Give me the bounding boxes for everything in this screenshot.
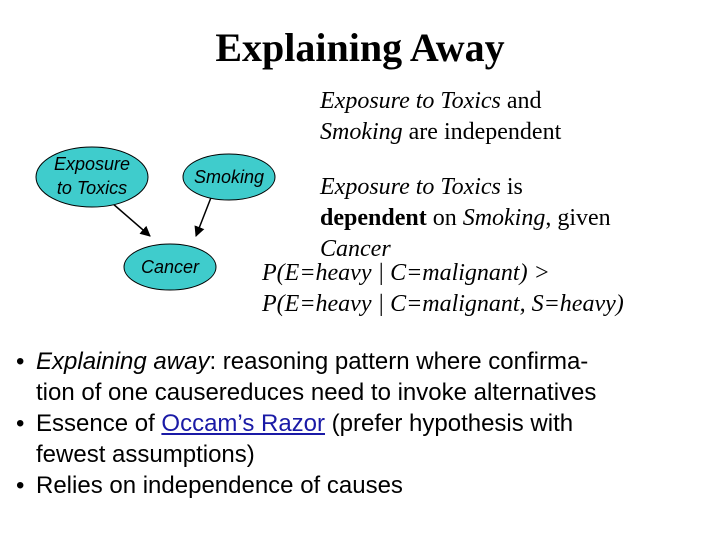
independence-term-exposure: Exposure to Toxics	[320, 88, 501, 114]
dependence-text-3: , given	[545, 205, 611, 231]
dependence-term-exposure: Exposure to Toxics	[320, 174, 501, 200]
dependence-term-smoking: Smoking	[462, 205, 546, 231]
node-cancer-label: Cancer	[141, 257, 200, 277]
edge-smoking-cancer	[194, 194, 213, 237]
dependence-text-2: on	[426, 205, 463, 231]
independence-note: Exposure to Toxics and Smoking are indep…	[320, 86, 561, 148]
node-cancer: Cancer	[123, 243, 217, 291]
formula-line-1: P(E=heavy | C=malignant) >	[262, 260, 550, 286]
bullet-1-text: : reasoning pattern where confirma-	[209, 348, 589, 375]
dependence-text-1: is	[500, 174, 523, 200]
independence-text-1: and	[500, 88, 542, 114]
bullet-item-independence: • Relies on independence of causes	[16, 470, 712, 501]
occams-razor-link[interactable]: Occam’s Razor	[161, 410, 325, 437]
bullet-glyph: •	[16, 348, 25, 375]
bullet-item-occams-razor: • Essence of Occam’s Razor (prefer hypot…	[16, 408, 712, 470]
node-smoking-label: Smoking	[194, 167, 264, 187]
bayes-network-diagram: Exposure to Toxics Smoking Cancer	[35, 146, 276, 291]
bullet-glyph: •	[16, 410, 25, 437]
slide-title: Explaining Away	[215, 25, 505, 70]
node-exposure-label-line1: Exposure	[54, 154, 130, 174]
bullet-2-text: (prefer hypothesis with	[325, 410, 574, 437]
node-smoking: Smoking	[182, 153, 276, 201]
probability-formula: P(E=heavy | C=malignant) > P(E=heavy | C…	[262, 258, 624, 320]
formula-line-2: P(E=heavy | C=malignant, S=heavy)	[262, 291, 624, 317]
dependence-bold-word: dependent	[320, 205, 427, 231]
bullet-2-prefix: Essence of	[36, 410, 162, 437]
dependence-term-cancer: Cancer	[320, 236, 391, 262]
independence-text-2: are independent	[402, 119, 562, 145]
bullet-glyph: •	[16, 472, 25, 499]
bullet-item-explaining-away: • Explaining away: reasoning pattern whe…	[16, 346, 712, 408]
bullet-1-italic: Explaining away	[36, 348, 210, 375]
node-exposure-label-line2: to Toxics	[57, 178, 127, 198]
bullet-1-text-line2: tion of one causereduces need to invoke …	[36, 379, 597, 406]
node-exposure: Exposure to Toxics	[35, 146, 149, 208]
bullet-3-text: Relies on independence of causes	[36, 472, 403, 499]
edge-exposure-cancer	[111, 202, 151, 237]
bullet-2-text-line2: fewest assumptions)	[36, 441, 255, 468]
bullet-list: • Explaining away: reasoning pattern whe…	[16, 346, 712, 501]
independence-term-smoking: Smoking	[320, 119, 403, 145]
dependence-note: Exposure to Toxics is dependent on Smoki…	[320, 172, 710, 265]
